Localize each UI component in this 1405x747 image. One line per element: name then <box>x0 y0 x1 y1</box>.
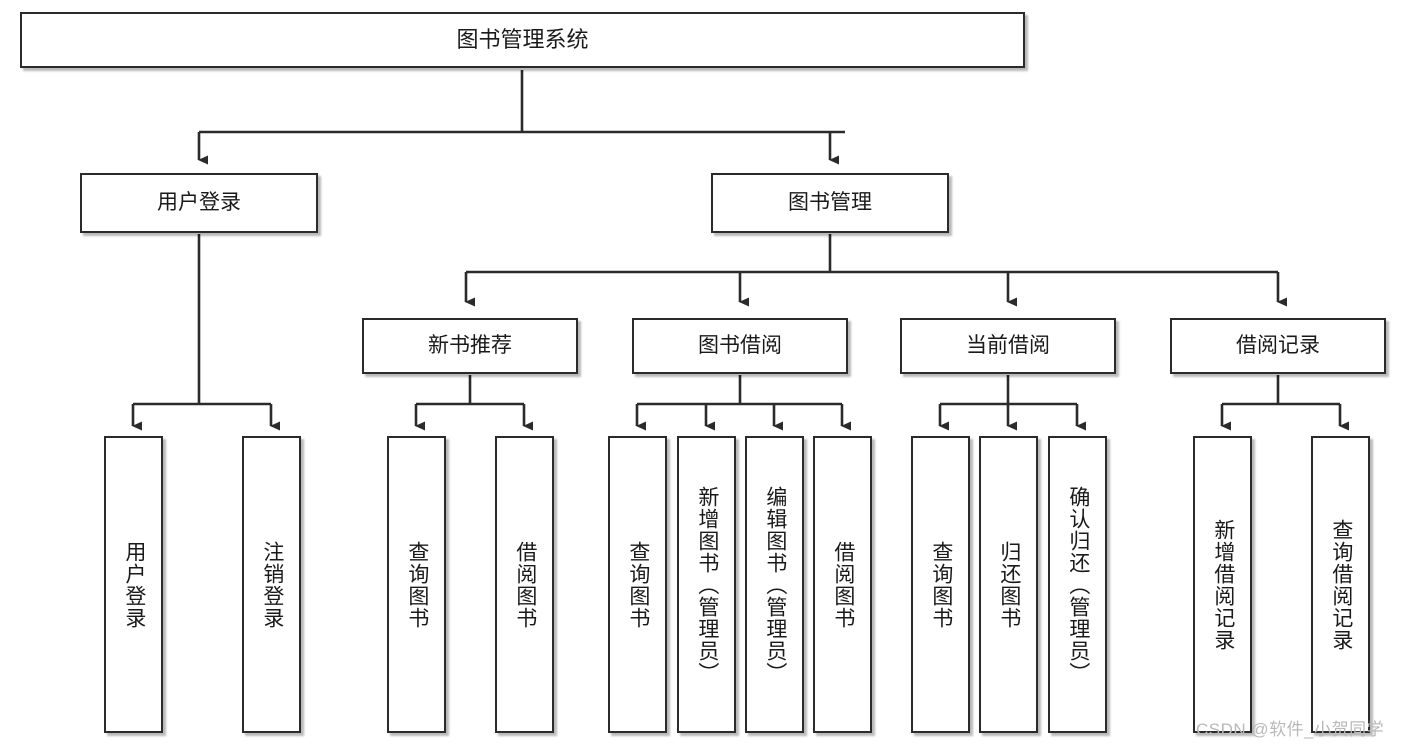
node-label: 借阅图书 <box>513 540 537 629</box>
node-user-login[interactable]: 用户登录 <box>80 173 318 233</box>
node-label: 查询借阅记录 <box>1329 518 1353 651</box>
leaf-user-login[interactable]: 用户登录 <box>104 436 163 733</box>
leaf-confirm-return-admin[interactable]: 确认归还（管理员） <box>1048 436 1107 733</box>
node-root-system[interactable]: 图书管理系统 <box>20 12 1025 68</box>
leaf-query-book-borrow[interactable]: 查询图书 <box>608 436 667 733</box>
node-label: 查询图书 <box>405 540 429 629</box>
leaf-borrow-book[interactable]: 借阅图书 <box>813 436 872 733</box>
node-label: 归还图书 <box>997 540 1021 629</box>
leaf-logout[interactable]: 注销登录 <box>242 436 301 733</box>
leaf-edit-book-admin[interactable]: 编辑图书（管理员） <box>745 436 804 733</box>
leaf-query-book-current[interactable]: 查询图书 <box>911 436 970 733</box>
node-label: 新书推荐 <box>428 333 512 357</box>
node-label: 当前借阅 <box>966 333 1050 357</box>
node-label: 编辑图书（管理员） <box>763 485 787 684</box>
node-label: 图书管理 <box>788 190 872 214</box>
node-label: 图书管理系统 <box>456 27 589 53</box>
node-borrow-record[interactable]: 借阅记录 <box>1170 318 1386 374</box>
leaf-borrow-book-recommend[interactable]: 借阅图书 <box>495 436 554 733</box>
node-new-book-recommend[interactable]: 新书推荐 <box>362 318 578 374</box>
node-current-borrow[interactable]: 当前借阅 <box>900 318 1116 374</box>
node-label: 借阅图书 <box>831 540 855 629</box>
node-label: 注销登录 <box>260 540 284 629</box>
node-label: 新增图书（管理员） <box>695 485 719 684</box>
node-book-management[interactable]: 图书管理 <box>711 173 949 233</box>
leaf-query-book-recommend[interactable]: 查询图书 <box>387 436 446 733</box>
leaf-return-book[interactable]: 归还图书 <box>979 436 1038 733</box>
node-label: 用户登录 <box>157 190 241 214</box>
node-label: 查询图书 <box>929 540 953 629</box>
node-label: 新增借阅记录 <box>1211 518 1235 651</box>
node-label: 查询图书 <box>626 540 650 629</box>
node-label: 用户登录 <box>122 540 146 629</box>
csdn-watermark: CSDN @软件_小贺同学 <box>1196 720 1385 739</box>
leaf-add-borrow-record[interactable]: 新增借阅记录 <box>1193 436 1252 733</box>
node-label: 确认归还（管理员） <box>1066 485 1090 684</box>
leaf-add-book-admin[interactable]: 新增图书（管理员） <box>677 436 736 733</box>
leaf-query-borrow-record[interactable]: 查询借阅记录 <box>1311 436 1370 733</box>
node-label: 图书借阅 <box>698 333 782 357</box>
node-book-borrow[interactable]: 图书借阅 <box>632 318 848 374</box>
node-label: 借阅记录 <box>1236 333 1320 357</box>
